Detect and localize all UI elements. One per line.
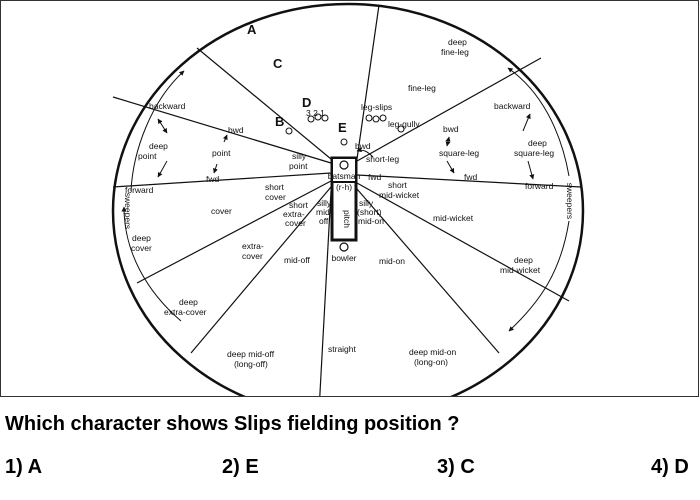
slip-numbers: 3 2 1 [306,108,325,118]
label-deep-mid-off: deep mid-off(long-off) [227,349,275,369]
option-4-number: 4) [651,456,669,478]
label-silly-mid-on: silly(short)mid-on [357,198,384,226]
marker-e: E [338,120,347,135]
option-3-letter: C [460,456,475,478]
label-mid-wicket: mid-wicket [433,213,474,223]
label-leg-slips: leg-slips [361,102,392,112]
label-leg-fwd-near: fwd [368,172,382,182]
option-4[interactable]: 4) D [651,456,689,479]
option-4-letter: D [674,456,689,478]
option-1[interactable]: 1) A [5,456,42,479]
option-1-letter: A [27,456,43,478]
label-off-sweepers: sweepers [123,193,133,229]
marker-c: C [273,56,283,71]
option-3-number: 3) [437,456,455,478]
batsman-marker [339,160,349,170]
bowler-marker [339,242,349,252]
question-text: Which character shows Slips fielding pos… [5,413,460,435]
label-off-bwd: bwd [228,125,244,135]
label-off-forward: forward [125,185,154,195]
label-short-leg: short-leg [366,154,399,164]
batsman-label: batsman [328,171,361,181]
label-mid-off: mid-off [284,255,310,265]
label-fine-leg: fine-leg [408,83,436,93]
option-2[interactable]: 2) E [222,456,259,479]
marker-a: A [247,22,257,37]
direction-arrows [121,67,570,332]
label-point: point [212,148,231,158]
cricket-field-diagram: batsman (r-h) pitch bowler A C D B E 3 2… [111,2,585,396]
label-straight: straight [328,344,357,354]
label-leg-fwd: fwd [464,172,478,182]
label-mid-on: mid-on [379,256,405,266]
label-leg-bwd-near: bwd [355,141,371,151]
label-leg-backward: backward [494,101,531,111]
label-deep-mid-on: deep mid-on(long-on) [409,347,457,367]
label-leg-bwd: bwd [443,124,459,134]
fielder-circles [285,113,405,146]
label-off-fwd: fwd [206,174,220,184]
option-2-number: 2) [222,456,240,478]
marker-d: D [302,95,311,110]
label-off-backward: backward [149,101,186,111]
bowler-label: bowler [331,253,356,263]
marker-b: B [275,114,284,129]
pitch-label: pitch [342,210,352,228]
sector-lines [112,4,582,396]
label-square-leg: square-leg [439,148,479,158]
option-3[interactable]: 3) C [437,456,475,479]
option-1-number: 1) [5,456,23,478]
option-2-letter: E [245,456,259,478]
label-leg-forward: forward [525,181,554,191]
field-boundary [111,2,585,396]
label-extra-cover: extra-cover [242,241,264,261]
label-cover: cover [211,206,232,216]
diagram-frame: batsman (r-h) pitch bowler A C D B E 3 2… [0,0,699,397]
label-leg-gully: leg-gully [388,119,420,129]
right-hand-label: (r-h) [336,182,352,192]
label-leg-sweepers: sweepers [565,183,575,219]
